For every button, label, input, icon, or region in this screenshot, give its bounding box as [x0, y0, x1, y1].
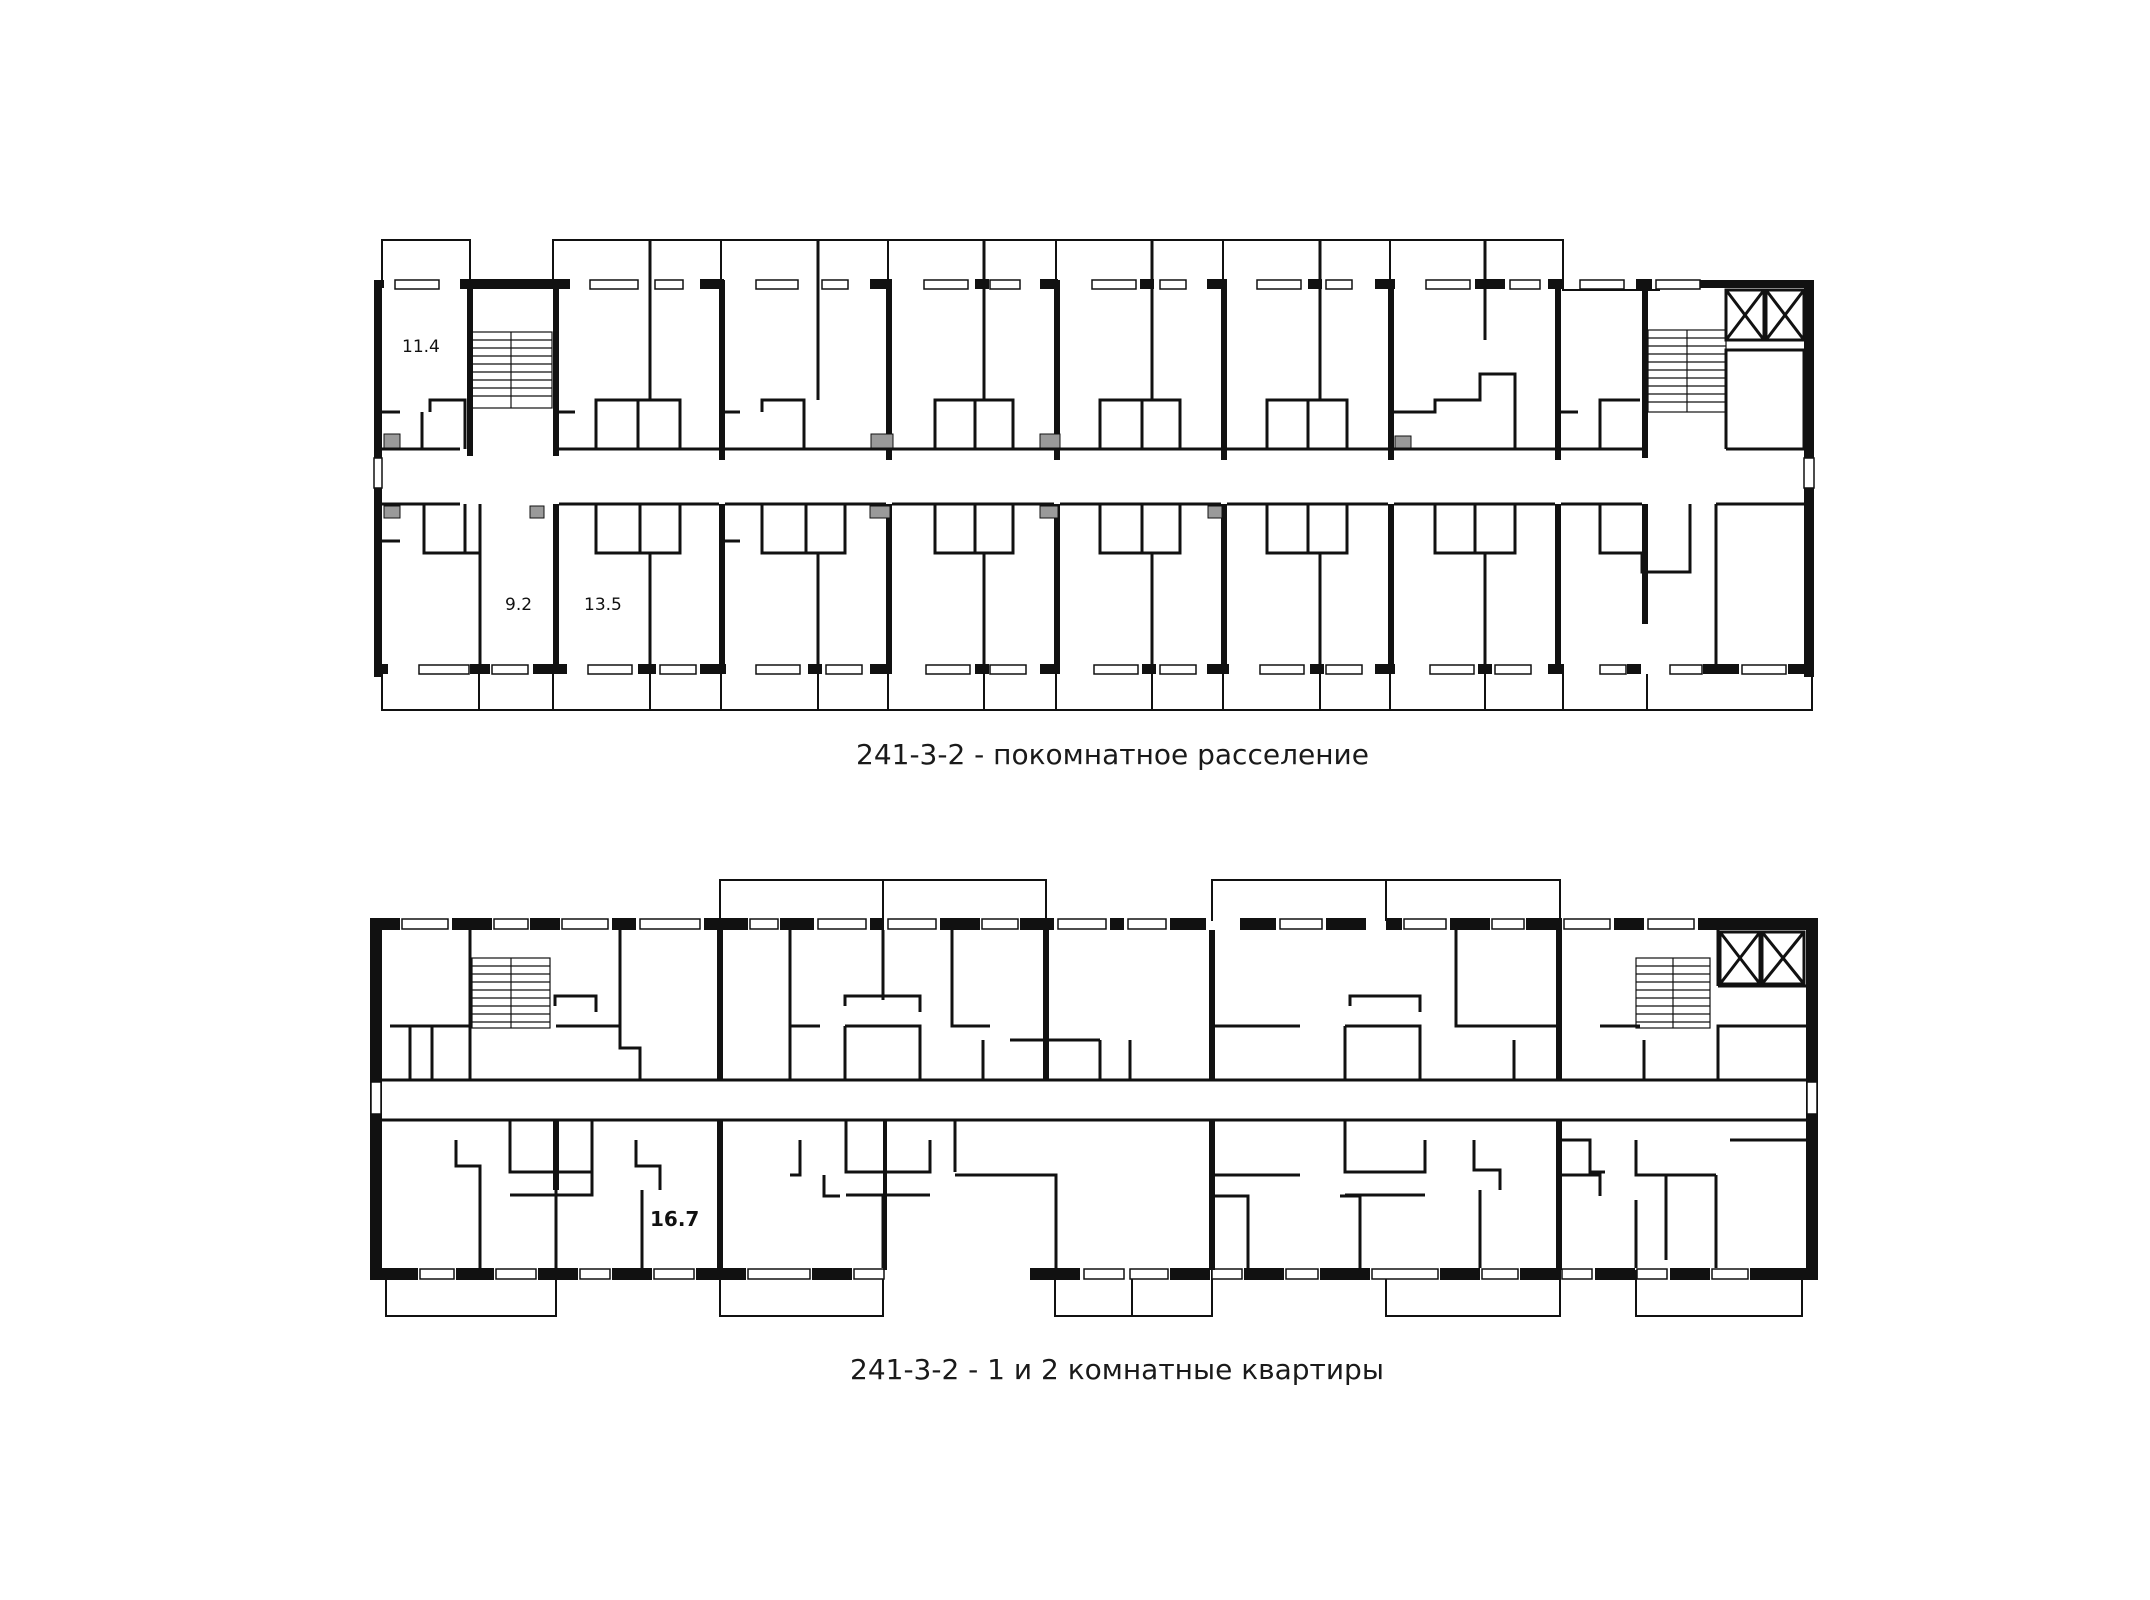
hatched-ducts [383, 433, 1412, 519]
outline-thin [381, 239, 1813, 711]
area-label-9-2: 9.2 [505, 595, 532, 615]
partitions-upper [382, 240, 1806, 451]
elevator-shaft-icon [1724, 288, 1806, 342]
corridor-walls [382, 1078, 1806, 1122]
windows [373, 279, 1815, 675]
staircase-icon [469, 331, 553, 409]
area-label-13-5: 13.5 [584, 595, 622, 615]
partitions-lower [382, 502, 1804, 674]
bay-dividers-bottom [478, 674, 1648, 710]
windows [370, 918, 1818, 1280]
plan-caption-room-layout: 241-3-2 - покомнатное расселение [856, 738, 1369, 771]
cross-walls [374, 280, 1648, 674]
floor-plan-apartments: 16.7 [370, 879, 1818, 1317]
floor-plan-room-layout: 11.4 9.2 13.5 [373, 239, 1815, 711]
outer-walls [374, 279, 1814, 677]
staircase-icon [1635, 957, 1711, 1029]
staircase-icon [1647, 329, 1727, 413]
staircase-icon [471, 957, 551, 1029]
area-label-16-7: 16.7 [650, 1207, 699, 1231]
bay-dividers-top [649, 240, 1486, 281]
plan-caption-apartments: 241-3-2 - 1 и 2 комнатные квартиры [850, 1353, 1384, 1386]
partitions-lower [454, 1120, 1806, 1268]
partitions-upper [390, 930, 1806, 1082]
area-label-11-4: 11.4 [402, 337, 440, 357]
outline-thin [385, 879, 1803, 1317]
elevator-shaft-icon [1718, 930, 1806, 986]
outer-walls [370, 918, 1818, 1280]
